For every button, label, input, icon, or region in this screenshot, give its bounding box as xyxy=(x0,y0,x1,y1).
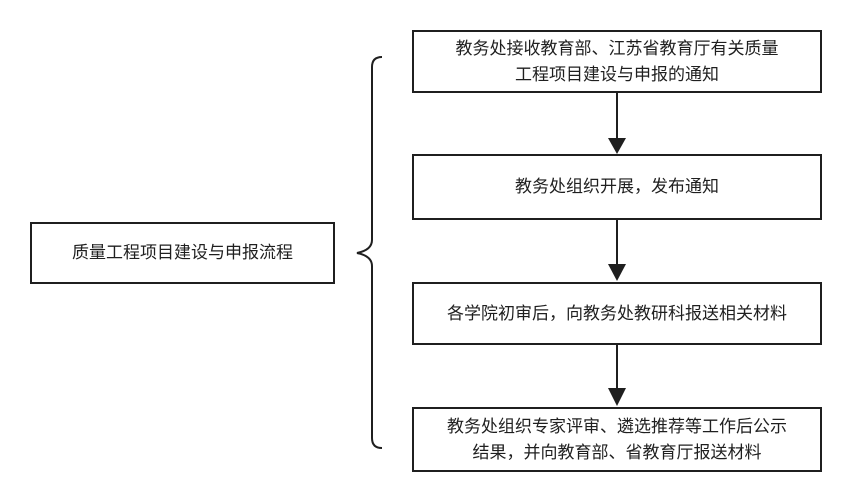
down-arrow-3 xyxy=(608,345,626,406)
step-text-line: 结果，并向教育部、省教育厅报送材料 xyxy=(472,442,762,463)
curly-brace-left xyxy=(356,56,383,449)
down-arrow-1 xyxy=(608,93,626,154)
step-box-4: 教务处组织专家评审、遴选推荐等工作后公示 结果，并向教育部、省教育厅报送材料 xyxy=(412,407,822,472)
step-text-line: 工程项目建设与申报的通知 xyxy=(515,64,719,85)
step-box-3: 各学院初审后，向教务处教研科报送相关材料 xyxy=(412,282,822,345)
process-title-box: 质量工程项目建设与申报流程 xyxy=(30,222,335,284)
down-arrow-2 xyxy=(608,220,626,281)
step-text-line: 教务处组织专家评审、遴选推荐等工作后公示 xyxy=(447,416,787,437)
step-box-2: 教务处组织开展，发布通知 xyxy=(412,154,822,220)
process-title-label: 质量工程项目建设与申报流程 xyxy=(72,243,293,263)
step-text-line: 教务处组织开展，发布通知 xyxy=(515,177,719,197)
step-text-line: 各学院初审后，向教务处教研科报送相关材料 xyxy=(447,303,787,324)
step-box-1: 教务处接收教育部、江苏省教育厅有关质量 工程项目建设与申报的通知 xyxy=(412,30,822,93)
step-text-line: 教务处接收教育部、江苏省教育厅有关质量 xyxy=(455,38,779,59)
